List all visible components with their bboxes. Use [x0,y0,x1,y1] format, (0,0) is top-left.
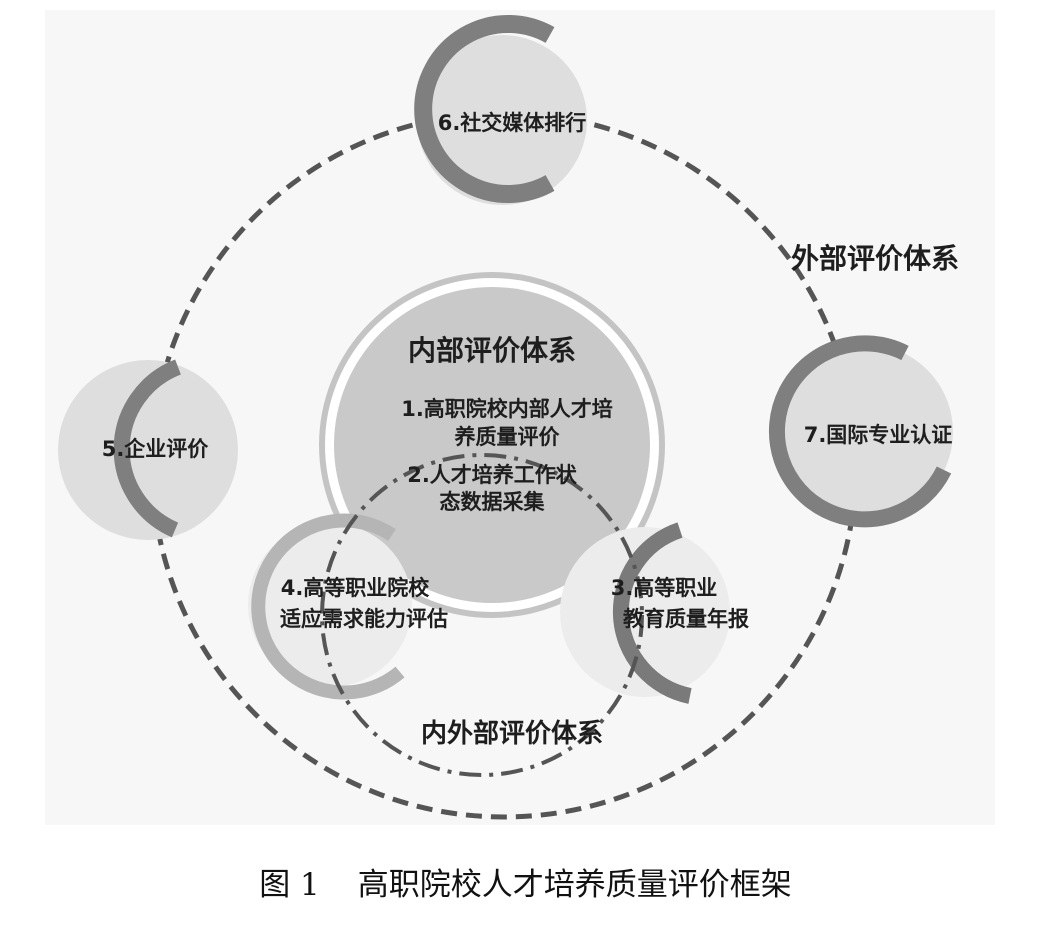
node-7-bubble [768,335,953,528]
mixed-system-boundary [320,453,644,777]
node-4-label-line-2: 适应需求能力评估 [280,607,448,631]
node-2-label-line-2: 态数据采集 [440,490,546,514]
inner-system-circle [334,287,650,603]
figure-title: 高职院校人才培养质量评价框架 [357,867,792,903]
figure-number: 图 1 [259,867,320,903]
node-2-label-line-1: 2.人才培养工作状 [407,463,578,487]
outer-system-label: 外部评价体系 [791,242,959,275]
diagram-canvas: 外部评价体系 内部评价体系 1.高职院校内部人才培 养质量评价 2.人才培养工作… [58,15,960,820]
node-3-bubble [560,522,730,704]
node-4-label-line-1: 4.高等职业院校 [281,576,431,600]
node-6-bubble [414,15,587,205]
node-7-label: 7.国际专业认证 [804,423,953,447]
node-1-label-line-1: 1.高职院校内部人才培 [401,397,613,421]
node-1-label-line-2: 养质量评价 [454,425,561,449]
node-3-label-line-1: 3.高等职业 [611,576,718,600]
node-5-bubble [58,359,238,540]
node-4-bubble [248,513,412,700]
figure-caption: 图 1 高职院校人才培养质量评价框架 [0,850,1051,920]
node-6-label: 6.社交媒体排行 [438,111,587,135]
node-3-label-line-2: 教育质量年报 [623,607,749,631]
node-5-label: 5.企业评价 [102,437,210,461]
inner-system-label: 内部评价体系 [408,334,576,367]
mixed-system-label: 内外部评价体系 [421,719,603,749]
evaluation-framework-diagram: 外部评价体系 内部评价体系 1.高职院校内部人才培 养质量评价 2.人才培养工作… [58,15,960,820]
